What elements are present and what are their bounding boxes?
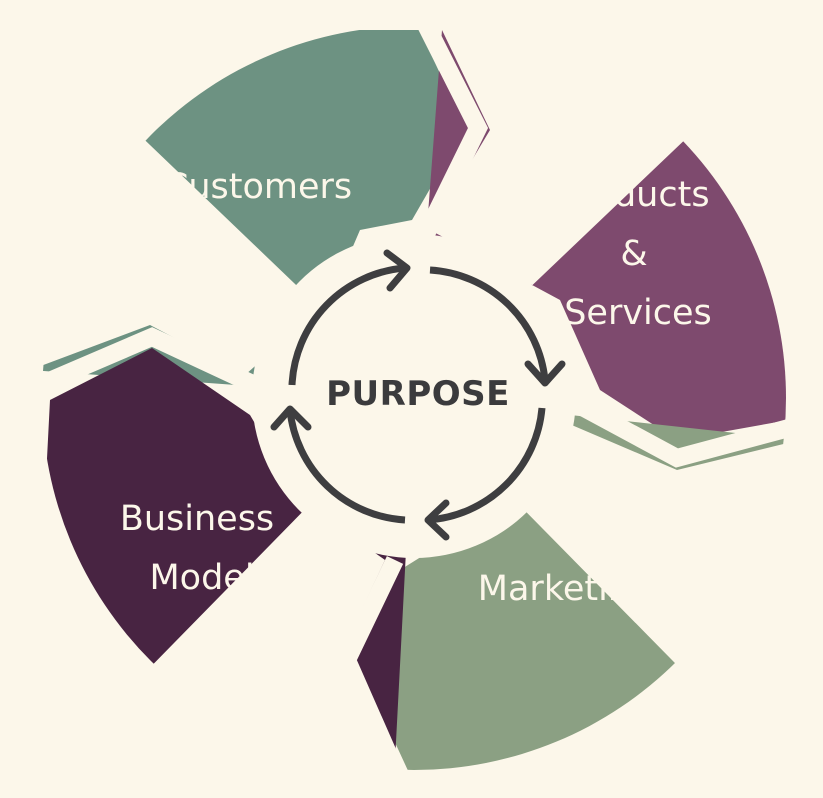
segment-label-products-line3: Services (564, 293, 712, 333)
cycle-arrowhead-bottom (424, 499, 450, 541)
segment-label-products-line2: & (620, 234, 647, 274)
cycle-arrowhead-top (383, 249, 411, 292)
cycle-arrow-top-left (288, 264, 406, 386)
center-label: PURPOSE (326, 374, 510, 414)
segment-label-customers: Customers (164, 167, 352, 207)
cycle-arrowhead-left (270, 405, 312, 431)
segment-label-business-line2: Model (149, 558, 254, 598)
segment-label-products-line1: Products (558, 175, 709, 215)
cycle-arrow-bottom-left (286, 409, 406, 524)
center-circle (252, 234, 576, 558)
segment-separators (36, 20, 803, 789)
segment-label-business-line1: Business (120, 499, 274, 539)
cycle-arrow-bottom-right (427, 407, 546, 524)
segment-label-marketing: Marketing (478, 569, 652, 609)
cycle-arrow-top-right (429, 266, 549, 381)
cycle-arrows (270, 249, 566, 541)
cycle-arrowhead-right (524, 360, 566, 387)
